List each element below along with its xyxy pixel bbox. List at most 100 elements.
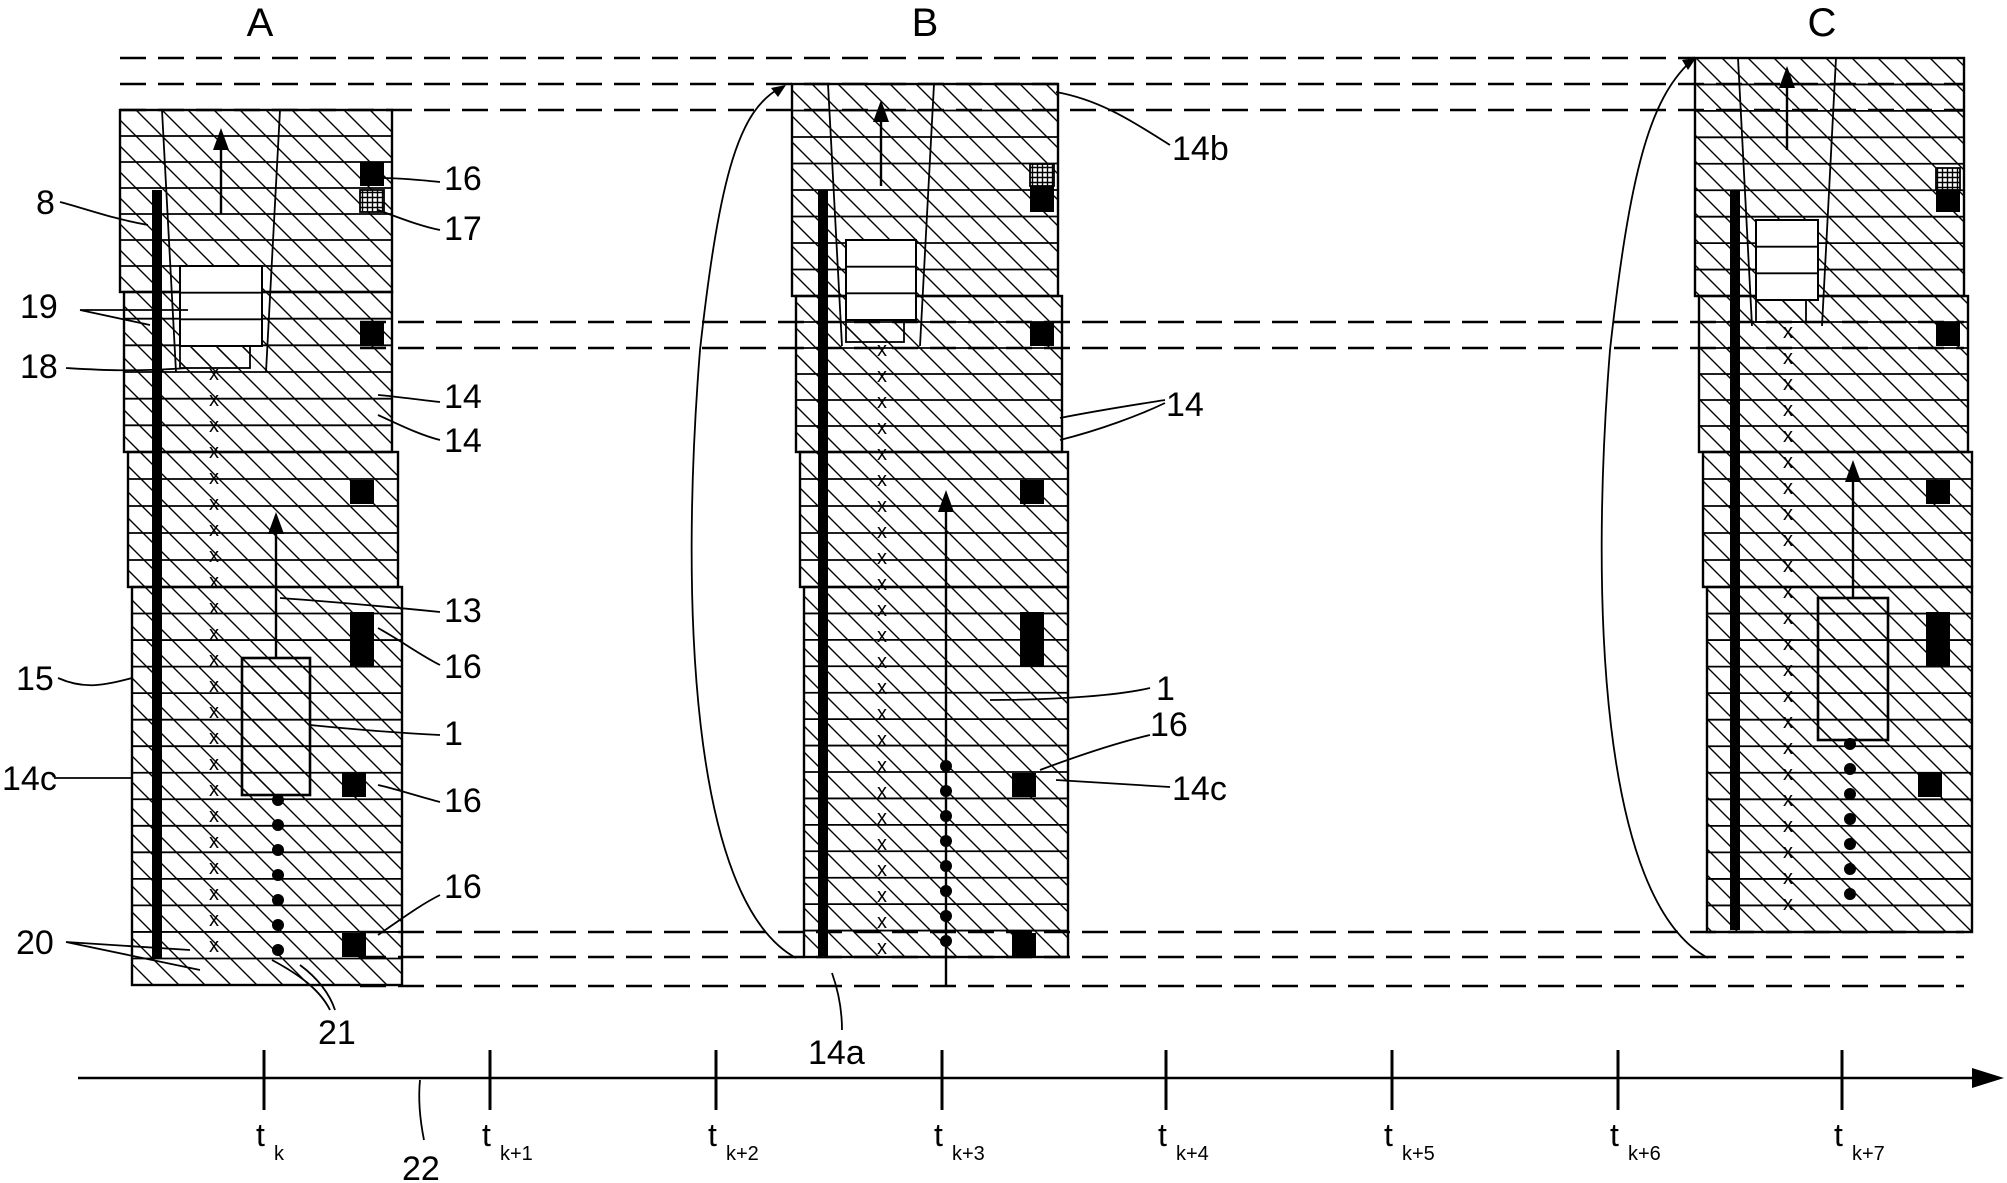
- x-mark: x: [877, 365, 887, 387]
- tick-subscript: k+4: [1176, 1143, 1209, 1165]
- x-mark: x: [877, 755, 887, 777]
- black-marker: [1012, 933, 1036, 957]
- x-mark: x: [1783, 815, 1793, 837]
- tick-label: t: [934, 1117, 943, 1153]
- curve-b-to-c: [1602, 62, 1708, 958]
- label-a-14-upper: 14: [444, 378, 482, 416]
- x-mark: x: [209, 493, 219, 515]
- x-mark: x: [877, 677, 887, 699]
- tick-subscript: k+3: [952, 1143, 985, 1165]
- panel-label-a: A: [247, 1, 274, 45]
- x-mark: x: [1783, 867, 1793, 889]
- dot-marker: [940, 885, 952, 897]
- x-mark: x: [1783, 633, 1793, 655]
- x-mark: x: [209, 883, 219, 905]
- grid-marker: [360, 190, 384, 212]
- dot-marker: [1844, 763, 1856, 775]
- tick-label: t: [708, 1117, 717, 1153]
- x-mark: x: [1783, 321, 1793, 343]
- x-mark: x: [1783, 529, 1793, 551]
- dot-marker: [272, 944, 284, 956]
- hatched-marker: [1756, 300, 1806, 322]
- x-mark: x: [1783, 763, 1793, 785]
- x-mark: x: [1783, 581, 1793, 603]
- x-mark: x: [209, 363, 219, 385]
- x-mark: x: [209, 597, 219, 619]
- x-mark: x: [877, 599, 887, 621]
- x-mark: x: [1783, 347, 1793, 369]
- label-b-1: 1: [1156, 670, 1175, 708]
- label-a-19: 19: [20, 288, 58, 326]
- x-mark: x: [209, 701, 219, 723]
- dot-marker: [272, 844, 284, 856]
- upper-vehicle-window: [180, 266, 262, 346]
- x-mark: x: [877, 833, 887, 855]
- dot-marker: [272, 794, 284, 806]
- vertical-bar: [1730, 190, 1740, 930]
- tick-subscript: k+7: [1852, 1143, 1885, 1165]
- x-mark: x: [877, 807, 887, 829]
- x-mark: x: [209, 935, 219, 957]
- tick-subscript: k+6: [1628, 1143, 1661, 1165]
- x-mark: x: [877, 937, 887, 959]
- black-marker: [1936, 322, 1960, 346]
- x-mark: x: [1783, 841, 1793, 863]
- tick-label: t: [1384, 1117, 1393, 1153]
- x-mark: x: [877, 573, 887, 595]
- label-a-16-bottom: 16: [444, 868, 482, 906]
- x-mark: x: [209, 545, 219, 567]
- panel-label-b: B: [912, 1, 939, 45]
- label-a-14-lower: 14: [444, 422, 482, 460]
- dot-marker: [272, 819, 284, 831]
- segment-block: [800, 452, 1068, 587]
- dot-marker: [272, 869, 284, 881]
- curve-a-to-b: [692, 88, 796, 958]
- x-mark: x: [877, 859, 887, 881]
- segment-block: [128, 452, 398, 587]
- black-marker: [1020, 480, 1044, 504]
- x-mark: x: [209, 415, 219, 437]
- grid-marker: [1936, 168, 1960, 190]
- x-mark: x: [1783, 503, 1793, 525]
- black-marker: [1926, 612, 1950, 666]
- x-mark: x: [877, 339, 887, 361]
- label-a-8: 8: [36, 184, 55, 222]
- label-b-14a: 14a: [808, 1034, 865, 1072]
- tick-label: t: [1158, 1117, 1167, 1153]
- x-mark: x: [1783, 373, 1793, 395]
- label-a-16-top: 16: [444, 160, 482, 198]
- black-marker: [1020, 612, 1044, 666]
- x-mark: x: [1783, 607, 1793, 629]
- x-mark: x: [877, 781, 887, 803]
- x-mark: x: [1783, 555, 1793, 577]
- x-mark: x: [209, 727, 219, 749]
- panel-b: xxxxxxxxxxxxxxxxxxxxxxxx: [792, 84, 1068, 985]
- x-mark: x: [209, 779, 219, 801]
- panel-c: xxxxxxxxxxxxxxxxxxxxxxx: [1695, 58, 1972, 932]
- panel-a: xxxxxxxxxxxxxxxxxxxxxxx: [120, 110, 402, 985]
- label-b-14: 14: [1166, 386, 1204, 424]
- label-a-16-mid: 16: [444, 648, 482, 686]
- black-marker: [1012, 773, 1036, 797]
- x-mark: x: [209, 441, 219, 463]
- x-mark: x: [209, 623, 219, 645]
- x-mark: x: [877, 911, 887, 933]
- label-b-14b: 14b: [1172, 130, 1229, 168]
- upper-vehicle-window: [846, 240, 916, 320]
- label-a-15: 15: [16, 660, 54, 698]
- x-mark: x: [877, 547, 887, 569]
- label-b-16: 16: [1150, 706, 1188, 744]
- x-mark: x: [209, 519, 219, 541]
- tick-subscript: k+2: [726, 1143, 759, 1165]
- black-marker: [350, 480, 374, 504]
- x-mark: x: [209, 649, 219, 671]
- dot-marker: [1844, 888, 1856, 900]
- axis-arrowhead-icon: [1972, 1068, 2004, 1088]
- x-mark: x: [877, 443, 887, 465]
- black-marker: [1926, 480, 1950, 504]
- x-mark: x: [877, 625, 887, 647]
- dot-marker: [1844, 813, 1856, 825]
- label-a-13: 13: [444, 592, 482, 630]
- dot-marker: [1844, 838, 1856, 850]
